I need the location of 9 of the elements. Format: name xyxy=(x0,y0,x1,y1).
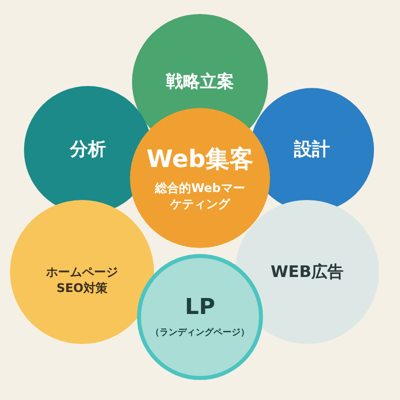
circle-label: LP xyxy=(184,294,216,322)
circle-label: ホームページSEO対策 xyxy=(45,265,119,297)
circle-label: 分析 xyxy=(70,138,106,162)
circle-label: 設計 xyxy=(294,138,330,162)
circle-sublabel: 総合的Webマーケティング xyxy=(154,181,246,212)
circle-label: Web集客 xyxy=(146,144,254,175)
circle-label: 戦略立案 xyxy=(166,70,234,94)
circle-sublabel: （ランディングページ） xyxy=(150,328,250,340)
circle-label: WEB広告 xyxy=(270,262,344,282)
